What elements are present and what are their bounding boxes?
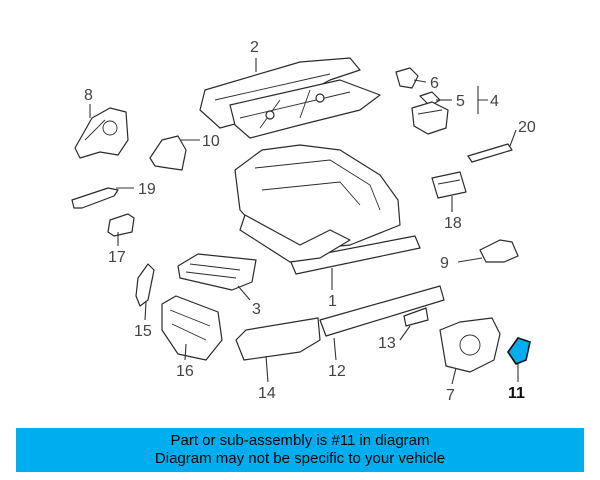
callout-4: 4 bbox=[490, 93, 499, 110]
info-banner: Part or sub-assembly is #11 in diagram D… bbox=[16, 428, 584, 472]
callout-20: 20 bbox=[518, 119, 536, 136]
callout-8: 8 bbox=[84, 87, 93, 104]
part-1-seat-frame bbox=[234, 144, 421, 275]
callout-19: 19 bbox=[138, 181, 156, 198]
banner-line-2: Diagram may not be specific to your vehi… bbox=[154, 450, 446, 467]
leader-lines bbox=[89, 58, 519, 385]
part-20-rod bbox=[467, 143, 513, 163]
part-18-cover bbox=[431, 171, 467, 199]
callout-6: 6 bbox=[430, 75, 439, 92]
callout-11: 11 bbox=[508, 385, 525, 402]
part-6-knob bbox=[395, 67, 419, 89]
part-7-side-panel bbox=[439, 317, 501, 373]
callout-7: 7 bbox=[446, 387, 455, 404]
part-11-cap bbox=[507, 337, 531, 365]
parts-diagram: 2 8 10 19 17 1 3 6 5 4 20 18 9 15 16 14 … bbox=[71, 39, 536, 404]
callout-5: 5 bbox=[456, 93, 465, 110]
banner-line-1: Part or sub-assembly is #11 in diagram bbox=[170, 432, 430, 449]
part-9-bracket bbox=[479, 239, 519, 263]
part-15-trim bbox=[135, 263, 155, 307]
callout-9: 9 bbox=[440, 255, 449, 272]
callout-labels: 2 8 10 19 17 1 3 6 5 4 20 18 9 15 16 14 … bbox=[84, 39, 536, 404]
part-12-outer-shield bbox=[319, 285, 445, 337]
part-13-cover bbox=[403, 307, 429, 327]
callout-2: 2 bbox=[250, 39, 259, 56]
callout-17: 17 bbox=[108, 249, 126, 266]
callout-12: 12 bbox=[328, 363, 346, 380]
part-4-switch-assembly bbox=[411, 101, 449, 135]
callout-14: 14 bbox=[258, 385, 276, 402]
part-2-seat-track bbox=[199, 57, 381, 139]
callout-3: 3 bbox=[252, 301, 261, 318]
part-3-tray bbox=[177, 253, 257, 291]
callout-13: 13 bbox=[378, 335, 396, 352]
callout-15: 15 bbox=[134, 323, 152, 340]
part-16-storage-tray bbox=[161, 295, 223, 361]
part-17-clip bbox=[107, 213, 135, 237]
part-8-side-cover bbox=[74, 107, 129, 159]
callout-1: 1 bbox=[328, 293, 337, 310]
part-19-handle bbox=[71, 187, 119, 209]
callout-18: 18 bbox=[444, 215, 462, 232]
callout-16: 16 bbox=[176, 363, 194, 380]
part-14-side-shield bbox=[235, 317, 321, 361]
part-10-bracket bbox=[149, 135, 187, 171]
callout-10: 10 bbox=[202, 133, 220, 150]
